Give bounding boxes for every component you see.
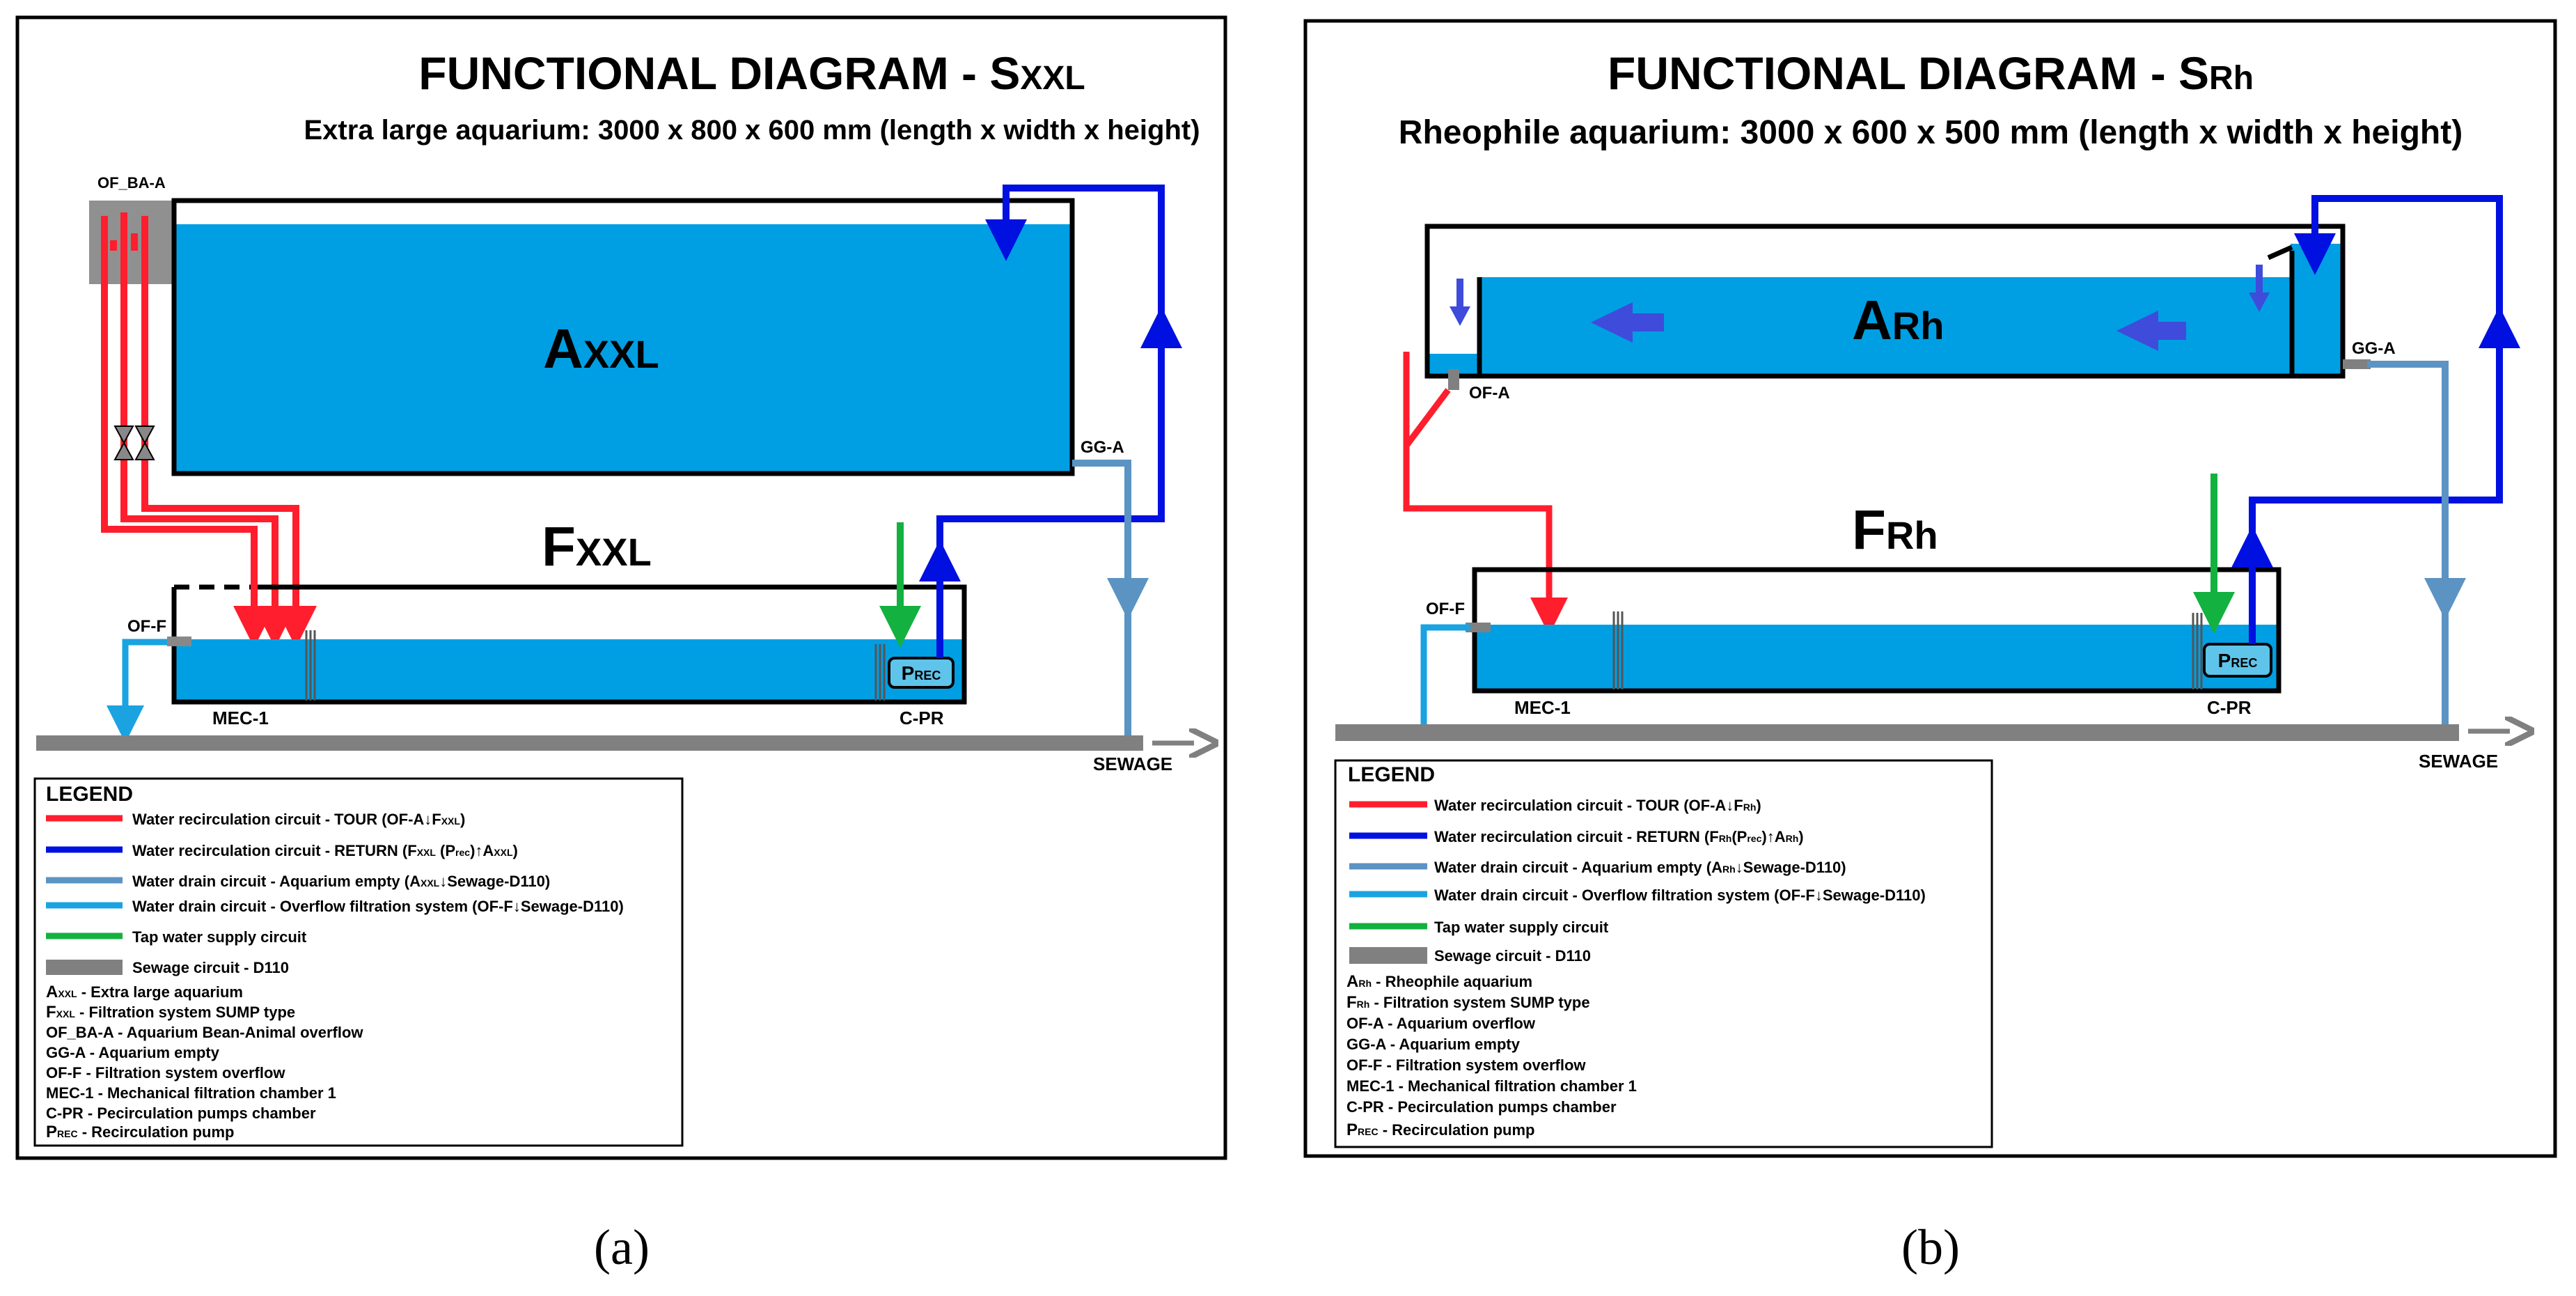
legend-b-line-sewage: Sewage circuit - D110 [1434, 947, 1591, 965]
pump-p-rec-b [2203, 643, 2272, 678]
panel-b-subtitle: Rheophile aquarium: 3000 x 600 x 500 mm … [1399, 114, 2463, 151]
aquarium-b-label: ARh [1852, 289, 1944, 351]
legend-b-def-3: GG-A - Aquarium empty [1346, 1036, 1521, 1053]
legend-a-def-0: AXXL - Extra large aquarium [46, 983, 243, 1001]
drain-overflow-pipe-b [1420, 624, 1470, 724]
of-f-stub-b [1466, 623, 1491, 632]
legend-b-line-tour: Water recirculation circuit - TOUR (OF-A… [1434, 797, 1761, 814]
label-mec1-b: MEC-1 [1514, 697, 1571, 718]
legend-b-def-4: OF-F - Filtration system overflow [1346, 1056, 1586, 1074]
legend-a-def-6: C-PR - Pecirculation pumps chamber [46, 1104, 316, 1122]
filter-b-water [1475, 625, 2279, 691]
aquarium-b-frame [1424, 224, 2346, 379]
legend-a-def-5: MEC-1 - Mechanical filtration chamber 1 [46, 1084, 336, 1102]
legend-b: LEGEND Water recirculation circuit - TOU… [1334, 759, 1993, 1148]
label-gg-a-b: GG-A [2352, 339, 2396, 358]
valve-icons-a [113, 426, 155, 460]
aquarium-a-water [174, 224, 1072, 471]
panel-b-caption: (b) [1901, 1219, 1960, 1275]
panel-a-subtitle: Extra large aquarium: 3000 x 800 x 600 m… [304, 115, 1200, 146]
filter-f-frame [171, 584, 967, 705]
legend-a-title: LEGEND [46, 783, 133, 806]
label-of-f-a: OF-F [127, 617, 166, 636]
pump-label-b: PREC [2218, 650, 2258, 671]
aquarium-a-frame [171, 198, 1075, 476]
legend-a-def-3: GG-A - Aquarium empty [46, 1044, 220, 1061]
legend-a-def-1: FXXL - Filtration system SUMP type [46, 1003, 295, 1022]
label-of-ba-a: OF_BA-A [97, 174, 166, 192]
legend-a-line-tap: Tap water supply circuit [132, 928, 307, 946]
tour-pipes-a [101, 212, 317, 648]
return-pipe-b [2249, 195, 2503, 644]
legend-b-line-return: Water recirculation circuit - RETURN (FR… [1434, 828, 1804, 845]
label-gg-a: GG-A [1081, 438, 1124, 457]
legend-b-def-1: FRh - Filtration system SUMP type [1346, 993, 1590, 1012]
label-of-f-b: OF-F [1426, 600, 1465, 618]
aquarium-b-right-lip [2267, 244, 2293, 260]
label-sewage-a: SEWAGE [1093, 754, 1172, 774]
tour-pipe-b [1403, 352, 1549, 616]
pump-p-rec-a [888, 657, 955, 689]
label-mec1-a: MEC-1 [212, 708, 269, 728]
sewage-line-b [1335, 724, 2459, 741]
aquarium-b-right-chamber-water [2291, 244, 2343, 376]
label-cpr-b: C-PR [2207, 697, 2252, 718]
legend-a-def-2: OF_BA-A - Aquarium Bean-Animal overflow [46, 1024, 363, 1041]
filter-b-label: FRh [1852, 499, 1938, 561]
legend-b-line-drain-empty: Water drain circuit - Aquarium empty (AR… [1434, 859, 1846, 876]
legend-a-def-4: OF-F - Filtration system overflow [46, 1064, 285, 1082]
of-a-stub [1448, 369, 1459, 390]
legend-b-title: LEGEND [1348, 763, 1435, 786]
legend-b-def-6: C-PR - Pecirculation pumps chamber [1346, 1098, 1617, 1116]
panel-b: FUNCTIONAL DIAGRAM - SRh Rheophile aquar… [1303, 19, 2557, 1275]
gg-a-stub-b [2343, 359, 2371, 369]
of-f-stub-a [167, 637, 191, 646]
legend-a-line-return: Water recirculation circuit - RETURN (FX… [132, 842, 518, 859]
panel-a: FUNCTIONAL DIAGRAM - SXXL Extra large aq… [15, 15, 1227, 1275]
c-pr-divider-a [874, 644, 886, 701]
legend-a-line-drain-empty: Water drain circuit - Aquarium empty (AX… [132, 873, 550, 890]
filter-f-label: FXXL [542, 515, 652, 577]
label-sewage-b: SEWAGE [2419, 751, 2498, 772]
legend-a-def-7: PREC - Recirculation pump [46, 1123, 235, 1141]
legend-a-frame [33, 777, 684, 1147]
label-cpr-a: C-PR [900, 708, 944, 728]
drain-empty-pipe-a [1072, 460, 1131, 738]
panel-a-title: FUNCTIONAL DIAGRAM - SXXL [418, 47, 1085, 99]
mec-1-divider-b [1612, 611, 1624, 689]
legend-a: LEGEND Water recirculation circuit - TOU… [33, 777, 684, 1147]
legend-b-def-5: MEC-1 - Mechanical filtration chamber 1 [1346, 1077, 1637, 1095]
legend-a-line-tour: Water recirculation circuit - TOUR (OF-A… [132, 811, 465, 828]
legend-b-def-7: PREC - Recirculation pump [1346, 1121, 1535, 1139]
legend-a-line-sewage: Sewage circuit - D110 [132, 959, 289, 976]
legend-b-line-drain-overflow: Water drain circuit - Overflow filtratio… [1434, 887, 1926, 904]
legend-b-frame [1334, 759, 1993, 1148]
legend-a-line-drain-overflow: Water drain circuit - Overflow filtratio… [132, 898, 624, 915]
filter-f-water [174, 639, 964, 702]
panel-b-title: FUNCTIONAL DIAGRAM - SRh [1608, 47, 2254, 99]
sewage-line-a [36, 735, 1143, 751]
legend-b-def-2: OF-A - Aquarium overflow [1346, 1015, 1536, 1032]
aquarium-a-label: AXXL [543, 318, 659, 380]
flow-arrows-b [1450, 265, 2270, 351]
legend-b-line-tap: Tap water supply circuit [1434, 919, 1609, 936]
panel-a-caption: (a) [594, 1219, 650, 1275]
legend-b-def-0: ARh - Rheophile aquarium [1346, 972, 1532, 991]
pump-label-a: PREC [902, 662, 941, 684]
mec-1-divider-a [305, 630, 316, 701]
label-of-a: OF-A [1469, 384, 1510, 403]
